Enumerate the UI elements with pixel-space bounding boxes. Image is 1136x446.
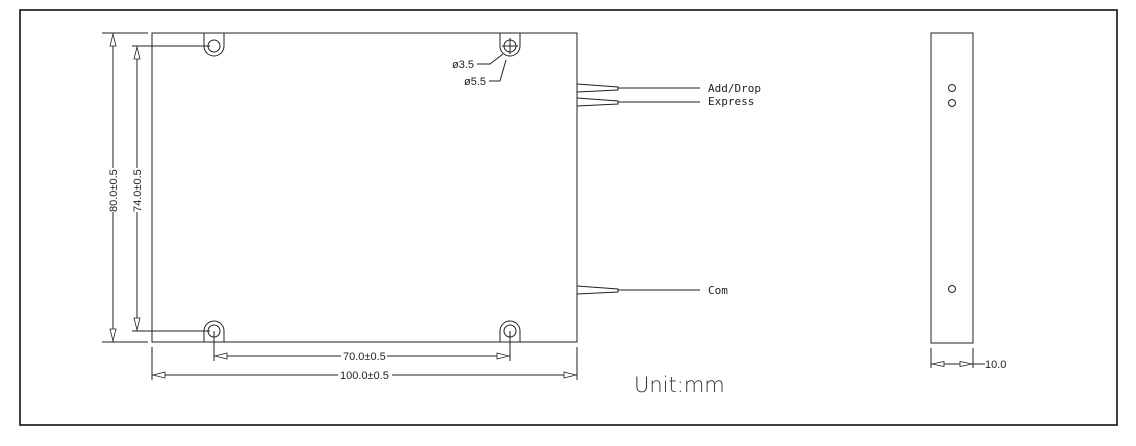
dimension-width-outer: 100.0±0.5 [151,347,578,382]
thickness-label: 10.0 [985,359,1006,371]
drawing-frame [19,9,1118,426]
module-body-top-view [151,32,578,343]
fiber-com: Com [576,284,728,297]
dimension-height-outer: 80.0±0.5 [102,32,148,343]
hole-outer-diameter-label: ø5.5 [464,76,486,88]
unit-label: Unit:mm [634,373,725,397]
fiber-express: Express [576,95,754,108]
side-port-add-drop [948,84,956,92]
port-label-com: Com [708,284,728,297]
side-port-com [948,285,956,293]
dimension-thickness: 10.0 [930,348,1006,371]
height-holes-label: 74.0±0.5 [132,169,144,212]
fiber-add-drop: Add/Drop [576,82,761,95]
width-holes-label: 70.0±0.5 [343,351,386,363]
mounting-hole-top-left [203,33,225,57]
mounting-hole-top-right [499,33,521,57]
hole-diameter-callouts: ø3.5 ø5.5 [452,53,507,88]
side-port-express [948,99,956,107]
height-outer-label: 80.0±0.5 [108,169,120,212]
port-label-express: Express [708,95,754,108]
dimension-height-holes: 74.0±0.5 [130,45,210,332]
port-label-add-drop: Add/Drop [708,82,761,95]
hole-inner-diameter-label: ø3.5 [452,59,474,71]
module-body-side-view [930,32,974,344]
dimension-width-holes: 70.0±0.5 [213,331,511,363]
width-outer-label: 100.0±0.5 [340,370,389,382]
